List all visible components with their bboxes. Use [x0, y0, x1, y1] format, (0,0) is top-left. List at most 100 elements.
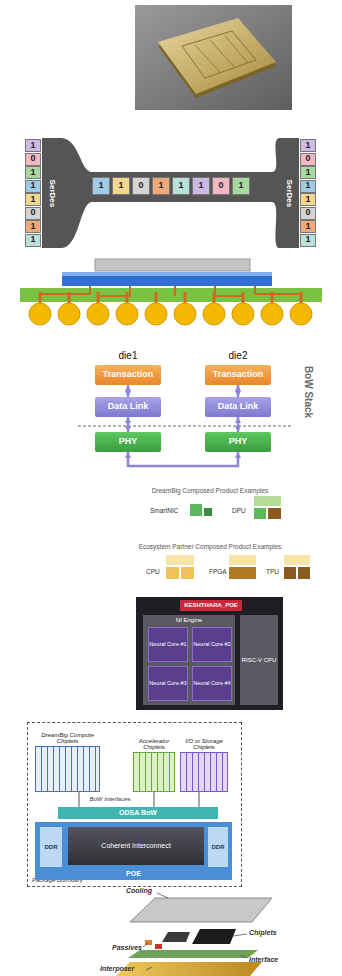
bit-cell: 1: [25, 220, 41, 233]
interconnect-block: Coherent Interconnect: [68, 827, 204, 865]
part-label: Cooling: [126, 887, 152, 894]
bit-cell: 1: [25, 193, 41, 206]
bit-cell: 1: [300, 220, 316, 233]
title-bar: KESHTHARA_POE: [180, 600, 242, 611]
ddr-block: DDR: [40, 827, 62, 867]
bit-cell: 1: [152, 177, 170, 195]
node-text: 1: [305, 195, 310, 205]
node-text: Accelerator Chiplets: [132, 738, 176, 751]
connector: [127, 417, 130, 432]
chiplet: I/O or Storage Chiplets: [180, 752, 228, 792]
ddr-block: DDR: [208, 827, 228, 867]
neural-core: Neural Core #2: [192, 627, 232, 662]
product-label: DPU: [232, 507, 246, 514]
node-text: 0: [30, 154, 35, 164]
bit-cell: 1: [300, 139, 316, 152]
stack-label: BoW Stack: [303, 366, 314, 418]
soc-panel: [136, 597, 283, 710]
node-text: 1: [98, 181, 103, 191]
bit-cell: 1: [25, 139, 41, 152]
node-text: KESHTHARA_POE: [184, 602, 238, 609]
serdes-block: SerDes: [279, 138, 299, 248]
connector: [199, 792, 200, 807]
node-text: 1: [30, 235, 35, 245]
bit-cell: 1: [232, 177, 250, 195]
connector: [237, 417, 240, 432]
node-text: 0: [138, 181, 143, 191]
data-link-layer: Data Link: [205, 397, 271, 417]
node-text: 1: [30, 181, 35, 191]
node-text: Neural Core #4: [193, 680, 230, 686]
bit-cell: 1: [25, 234, 41, 247]
chiplet: DreamBig Compute Chiplets: [35, 746, 100, 792]
bit-cell: 1: [172, 177, 190, 195]
connector: [127, 385, 130, 397]
part-label: Passives: [112, 944, 142, 951]
node-text: Neural Core #2: [193, 641, 230, 647]
node-text: 0: [30, 208, 35, 218]
node-text: 0: [305, 208, 310, 218]
layer-divider: [78, 426, 292, 427]
node-text: SerDes: [48, 179, 57, 207]
part-label: Interface: [249, 956, 278, 963]
bit-cell: 1: [112, 177, 130, 195]
product-label: SmartNIC: [150, 507, 179, 514]
bit-cell: 0: [25, 207, 41, 220]
node-text: DDR: [212, 844, 225, 851]
bit-cell: 0: [300, 207, 316, 220]
node-text: 1: [30, 222, 35, 232]
product-label: TPU: [266, 568, 279, 575]
product-label: CPU: [146, 568, 160, 575]
chiplet: Accelerator Chiplets: [133, 752, 175, 792]
node-text: NI Engine: [143, 617, 235, 624]
node-text: 1: [118, 181, 123, 191]
bit-cell: 1: [300, 166, 316, 179]
node-text: I/O or Storage Chiplets: [179, 738, 229, 751]
bit-cell: 1: [300, 180, 316, 193]
node-text: 1: [30, 195, 35, 205]
bow-bar: ODSA BoW: [58, 807, 218, 819]
node-text: Data Link: [108, 402, 149, 412]
bit-cell: 0: [132, 177, 150, 195]
serdes-block: SerDes: [42, 138, 62, 248]
node-text: 1: [305, 141, 310, 151]
node-text: DreamBig Compute Chiplets: [34, 732, 101, 745]
product-label: FPGA: [209, 568, 227, 575]
data-link-layer: Data Link: [95, 397, 161, 417]
bit-cell: 1: [192, 177, 210, 195]
package-cross-section: [20, 259, 322, 325]
phy-layer: PHY: [95, 432, 161, 452]
connector: [79, 792, 80, 807]
node-text: Neural Core #3: [149, 680, 186, 686]
node-text: 1: [178, 181, 183, 191]
part-label: Chiplets: [249, 929, 277, 936]
die-label: die1: [119, 350, 138, 361]
transaction-layer: Transaction: [95, 365, 161, 385]
node-text: 1: [30, 168, 35, 178]
part-label: Interposer: [100, 965, 134, 972]
node-text: 1: [198, 181, 203, 191]
node-text: Data Link: [218, 402, 259, 412]
package-boundary: Package BoundaryDreamBig Compute Chiplet…: [27, 722, 242, 887]
bit-cell: 0: [25, 153, 41, 166]
connector: [237, 385, 240, 397]
bit-cell: 1: [300, 234, 316, 247]
node-text: 1: [30, 141, 35, 151]
node-text: Transaction: [213, 370, 264, 380]
node-text: Transaction: [103, 370, 154, 380]
serdes-channel: [62, 138, 279, 248]
bit-cell: 1: [25, 166, 41, 179]
engine-region: NI EngineNeural Core #1Neural Core #2Neu…: [143, 615, 235, 705]
section-heading: Ecosystem Partner Composed Product Examp…: [139, 543, 282, 550]
node-text: POE: [35, 870, 232, 878]
bit-cell: 1: [300, 193, 316, 206]
node-text: Coherent Interconnect: [101, 842, 170, 850]
cpu-region: RISC-V CPU: [240, 615, 278, 705]
connector: [128, 452, 238, 466]
node-text: RISC-V CPU: [242, 657, 277, 664]
node-text: 0: [218, 181, 223, 191]
node-text: 1: [305, 222, 310, 232]
node-text: 1: [158, 181, 163, 191]
chip-photo: [135, 5, 292, 110]
exploded-package: [116, 893, 272, 976]
